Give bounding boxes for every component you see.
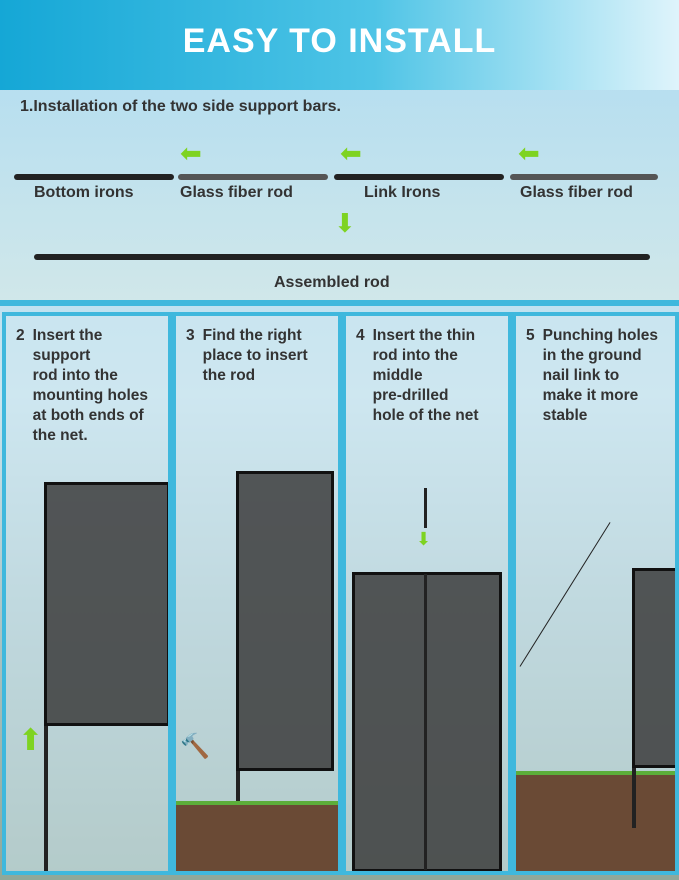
- step1-title: 1.Installation of the two side support b…: [20, 98, 341, 115]
- net-panel: [352, 572, 502, 871]
- net-panel: [236, 471, 334, 771]
- hammer-icon: 🔨: [180, 733, 210, 760]
- left-arrow-icon: ⬅: [340, 138, 362, 168]
- left-arrow-icon: ⬅: [180, 138, 202, 168]
- label-glass-fiber-rod-2: Glass fiber rod: [520, 184, 633, 201]
- step-text: Find the right place to insert the rod: [202, 327, 308, 384]
- net-panel: [44, 482, 168, 726]
- page-title: EASY TO INSTALL: [182, 22, 497, 60]
- middle-rod: [424, 574, 427, 870]
- step-number: 2: [16, 327, 25, 344]
- left-arrow-icon: ⬅: [518, 138, 540, 168]
- step-number: 5: [526, 327, 535, 344]
- nail-link-line: [519, 522, 611, 667]
- step-text: Insert the support rod into the mounting…: [32, 327, 149, 444]
- label-bottom-irons: Bottom irons: [34, 184, 134, 201]
- ground: [176, 801, 338, 871]
- label-assembled-rod: Assembled rod: [274, 274, 390, 291]
- step2-panel: 2 Insert the support rod into the mountin…: [2, 312, 172, 875]
- step5-panel: 5 Punching holes in the ground nail link …: [512, 312, 679, 875]
- ground: [516, 771, 675, 871]
- support-rod: [632, 768, 636, 828]
- step-text: Insert the thin rod into the middle pre-…: [372, 327, 479, 424]
- header-banner: EASY TO INSTALL: [0, 0, 679, 90]
- label-glass-fiber-rod: Glass fiber rod: [180, 184, 293, 201]
- support-rod: [44, 726, 48, 871]
- step-number: 4: [356, 327, 365, 344]
- label-link-irons: Link Irons: [364, 184, 441, 201]
- down-arrow-icon: ⬇: [334, 208, 356, 238]
- bottom-iron-rod: [14, 174, 174, 180]
- assembled-rod: [34, 254, 650, 260]
- down-arrow-icon: ⬇: [416, 529, 432, 549]
- link-iron-rod: [334, 174, 504, 180]
- step-text: Punching holes in the ground nail link t…: [542, 327, 659, 424]
- glass-fiber-rod-2: [510, 174, 658, 180]
- step1-panel: 1.Installation of the two side support b…: [0, 90, 679, 306]
- step4-panel: 4 Insert the thin rod into the middle pre…: [342, 312, 512, 875]
- glass-fiber-rod: [178, 174, 328, 180]
- net-panel: [632, 568, 675, 768]
- thin-rod: [424, 488, 427, 528]
- step-number: 3: [186, 327, 195, 344]
- up-arrow-icon: ⬆: [18, 724, 44, 757]
